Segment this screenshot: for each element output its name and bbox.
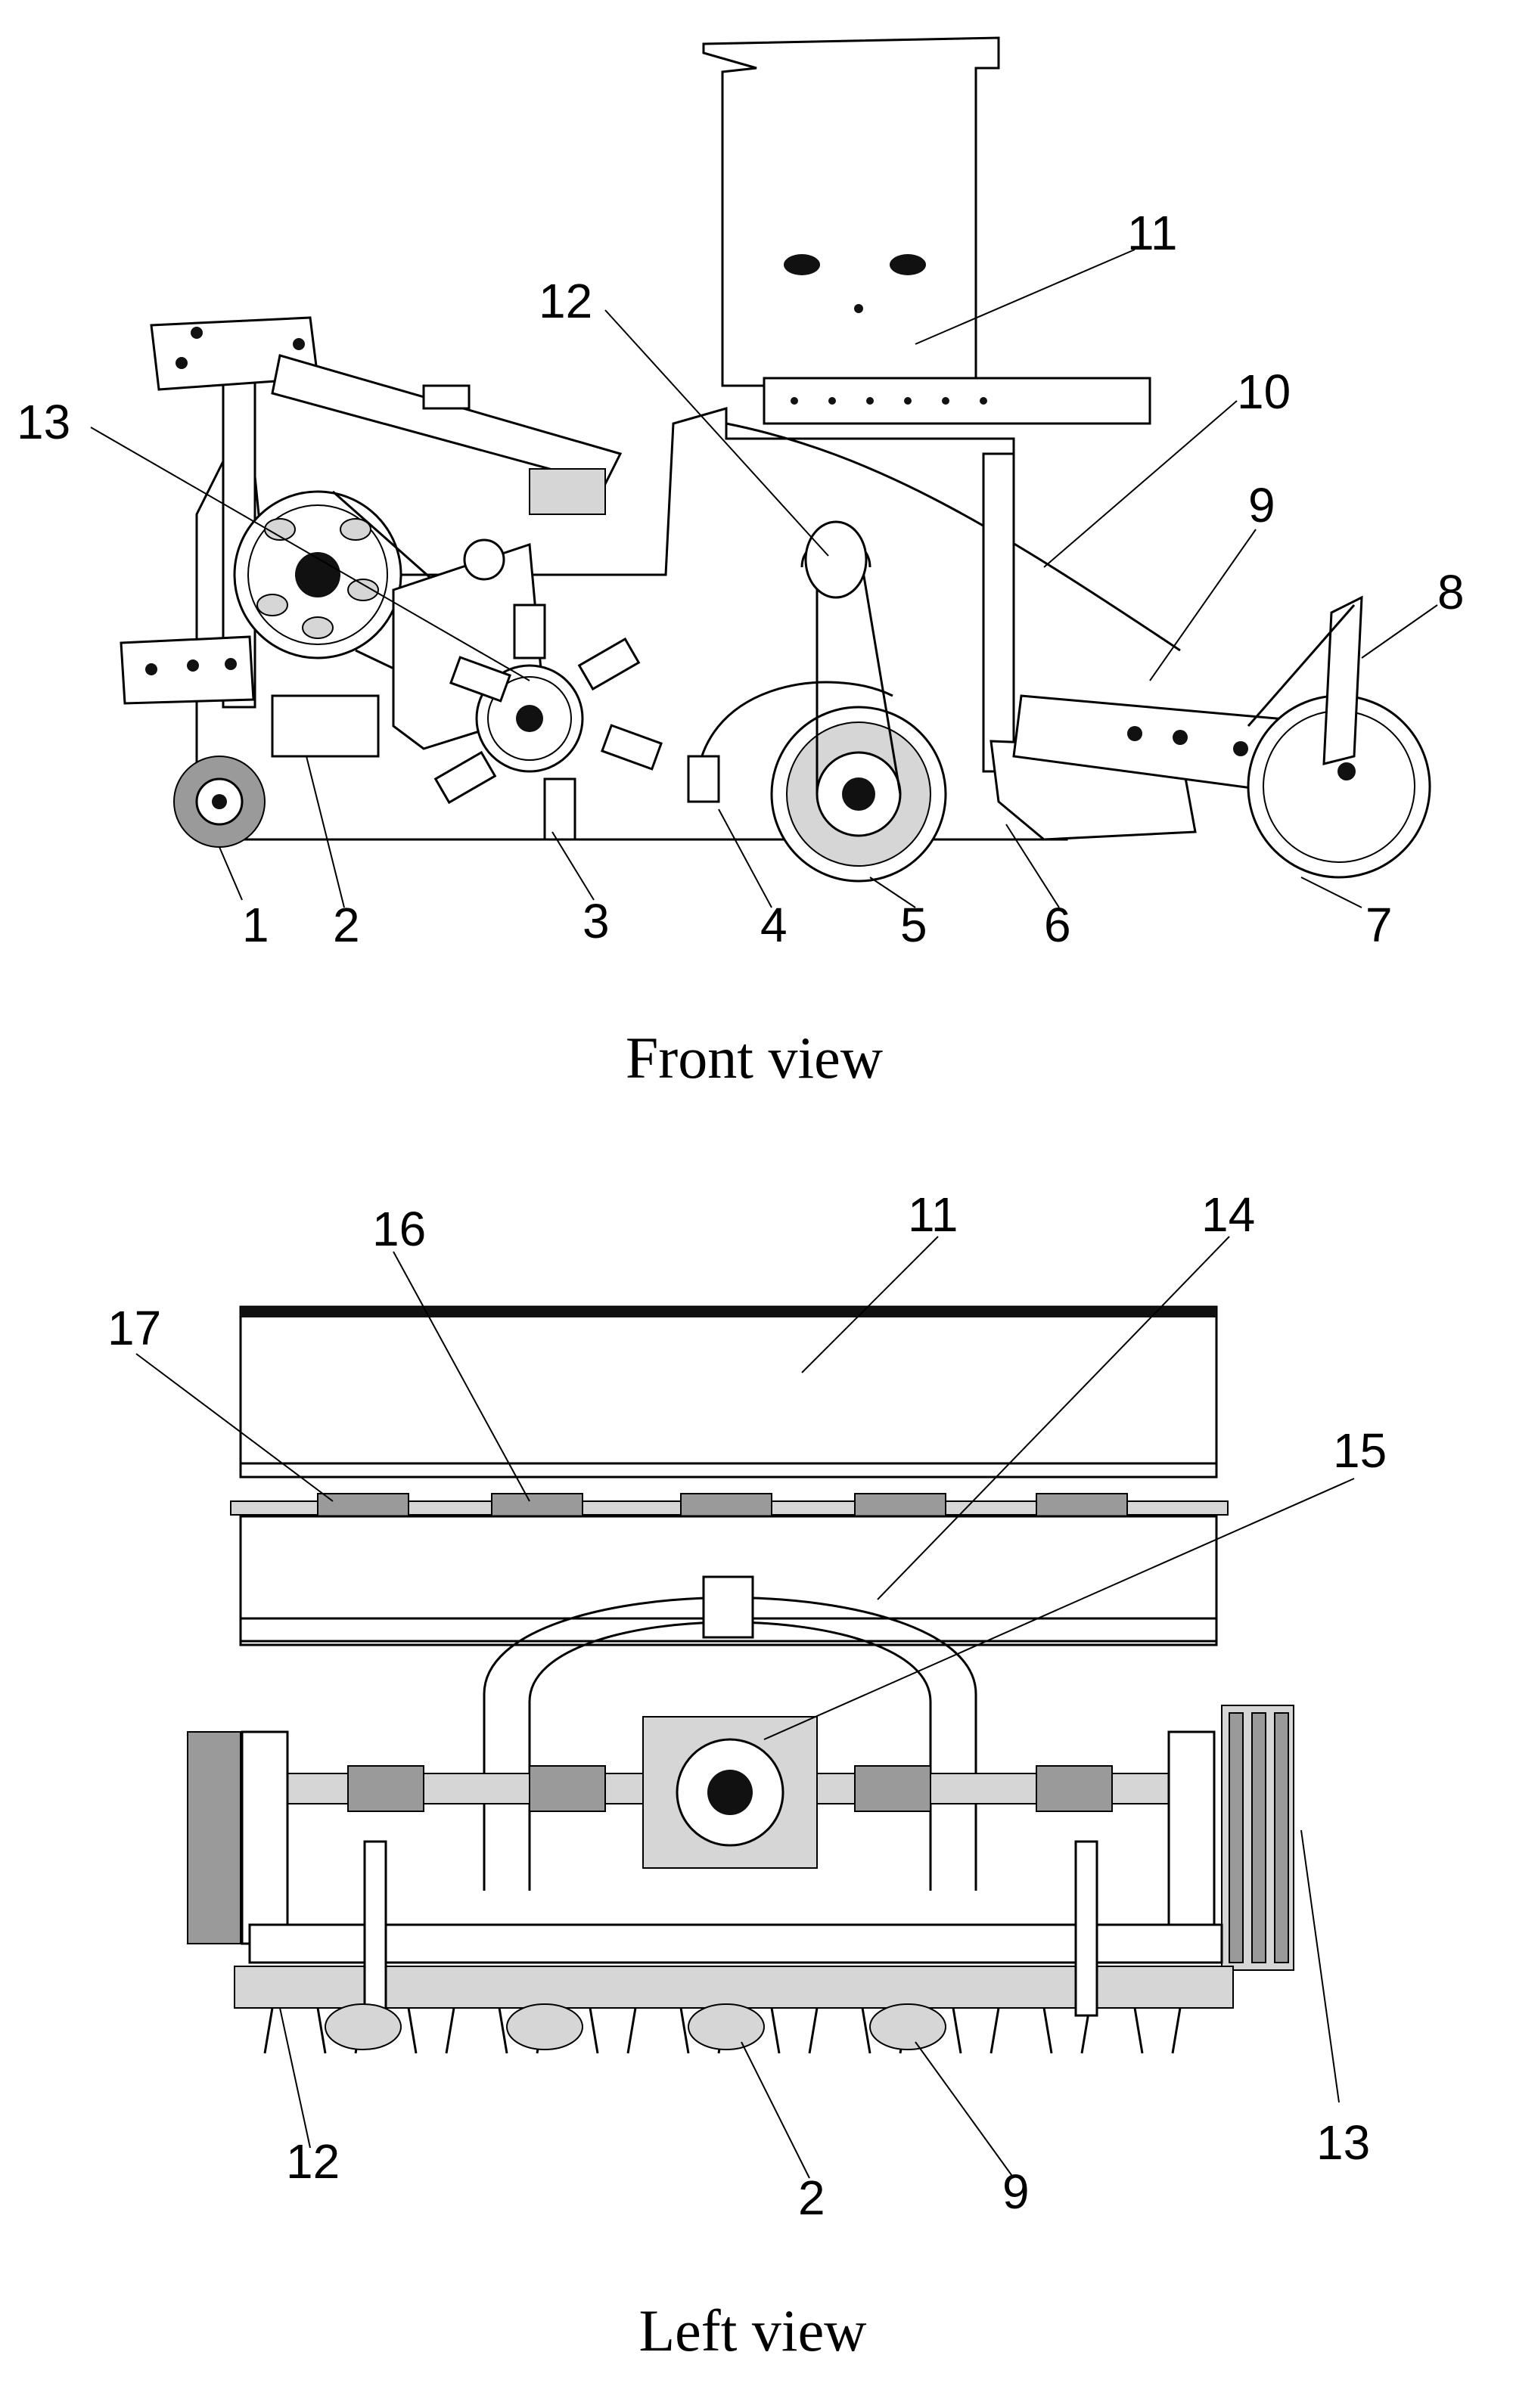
- drive-sprocket: [804, 520, 868, 599]
- callout-17-left: 17: [107, 1301, 161, 1355]
- seed-meters: [317, 1493, 1128, 1517]
- callout-11-left: 11: [908, 1187, 958, 1242]
- callout-13-left: 13: [1316, 2115, 1370, 2170]
- side-pulley-stack: [1221, 1705, 1294, 1971]
- left-view-drawing: [187, 1305, 1294, 2054]
- top-link-bar: [271, 354, 623, 486]
- rear-upright: [982, 452, 1015, 773]
- callout-15-left: 15: [1333, 1423, 1387, 1478]
- spring-bracket: [1322, 595, 1363, 765]
- shaft-joints: [347, 1765, 1113, 1812]
- drive-pulley: [233, 490, 402, 659]
- left-chain-case: [187, 1731, 241, 1944]
- depth-block: [271, 694, 380, 758]
- callout-12-left: 12: [286, 2134, 340, 2189]
- rotary-tiller-hub: [433, 604, 663, 841]
- callout-1-front: 1: [242, 898, 269, 952]
- hopper-support-plate: [763, 377, 1151, 425]
- front-view-drawing: [120, 36, 1431, 883]
- front-gauge-wheel: [173, 756, 266, 848]
- fender-bracket: [687, 755, 720, 803]
- top-link-block: [529, 468, 606, 515]
- seed-hopper-side: [239, 1305, 1218, 1479]
- spring-rod: [1247, 604, 1356, 727]
- right-opener-shank: [1074, 1840, 1098, 2017]
- lower-hitch-plate: [120, 635, 255, 705]
- callout-7-front: 7: [1365, 898, 1393, 952]
- callout-4-front: 4: [760, 898, 788, 952]
- callout-2-front: 2: [333, 898, 360, 952]
- callout-9-left: 9: [1002, 2164, 1030, 2219]
- right-side-plate: [1167, 1730, 1216, 1945]
- seed-hopper-front: [702, 36, 1000, 387]
- press-wheel-fender: [694, 681, 893, 795]
- callout-3-front: 3: [583, 894, 610, 948]
- callout-16-left: 16: [372, 1202, 426, 1256]
- tiller-beam: [248, 1923, 1223, 1964]
- front-view-leaders: [90, 249, 1438, 908]
- left-opener-shank: [363, 1840, 387, 2017]
- callout-10-front: 10: [1237, 365, 1291, 419]
- left-view-caption: Left view: [638, 2298, 866, 2363]
- seed-shoes: [325, 2003, 946, 2050]
- callout-8-front: 8: [1437, 565, 1465, 619]
- plate-bolts: [791, 397, 987, 405]
- callout-9-front: 9: [1248, 478, 1275, 532]
- callout-2-left: 2: [798, 2171, 825, 2225]
- frame-lug: [422, 384, 471, 410]
- callout-12-front: 12: [539, 274, 592, 328]
- left-side-plate: [241, 1730, 289, 1945]
- callout-13-front: 13: [17, 395, 70, 449]
- center-gearbox: [642, 1716, 818, 1869]
- callout-14-left: 14: [1201, 1187, 1255, 1242]
- rear-cover-curve: [725, 422, 1181, 652]
- press-wheel: [770, 706, 947, 883]
- left-view-leaders: [135, 1236, 1355, 2179]
- front-view-caption: Front view: [626, 1025, 883, 1091]
- callout-5-front: 5: [900, 898, 927, 952]
- callout-6-front: 6: [1044, 898, 1071, 952]
- callout-11-front: 11: [1127, 206, 1177, 260]
